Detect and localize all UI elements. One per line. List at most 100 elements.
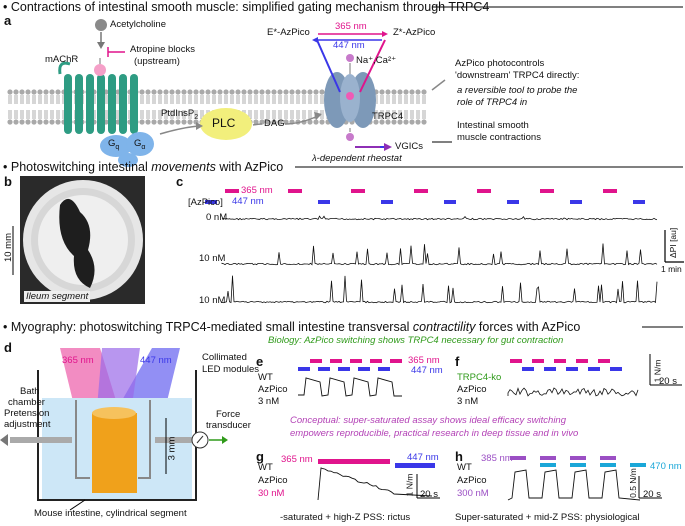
lipid-head [415, 119, 421, 125]
conceptual-note-2: empowers reproducible, practical researc… [290, 428, 579, 439]
lipid-head [13, 89, 19, 95]
machr-receptor [58, 61, 138, 134]
panel-letter-c: c [176, 174, 184, 189]
f-conc: 3 nM [457, 396, 479, 407]
g-pulse-447 [395, 463, 435, 468]
lipid-head [205, 89, 211, 95]
row1-label: 10 nM [199, 253, 226, 264]
lipid-head [409, 119, 415, 125]
acetylcholine-molecule [95, 19, 107, 31]
pulse-447 [507, 200, 519, 204]
lipid-head [55, 89, 61, 95]
f-pulse-365 [554, 359, 566, 363]
d-447-label: 447 nm [140, 355, 172, 366]
lipid-head [139, 119, 145, 125]
lipid-head [319, 119, 325, 125]
h-scale-x: 20 s [643, 489, 661, 500]
panel-letter-g: g [256, 449, 264, 464]
h-scale-y: 0.5 N/m [627, 468, 638, 498]
lipid-head [31, 119, 37, 125]
vgics-label: VGICs [395, 141, 423, 152]
collimated-label: Collimated [202, 352, 247, 363]
d-365-label: 365 nm [62, 355, 94, 366]
e-wt: WT [258, 372, 273, 383]
lipid-head [235, 89, 241, 95]
h-conc: 300 nM [457, 488, 489, 499]
lipid-head [193, 89, 199, 95]
g-trace [317, 467, 433, 501]
lipid-head [379, 89, 385, 95]
atropine-sub-label: (upstream) [134, 56, 180, 67]
plc-enzyme [200, 108, 252, 140]
e-pulse-447 [338, 367, 350, 371]
lipid-head [139, 89, 145, 95]
g-azpico: AzPico [258, 475, 288, 486]
lipid-head [25, 119, 31, 125]
note-line1: AzPico photocontrols [455, 58, 545, 69]
lipid-head [31, 89, 37, 95]
panel-letter-b: b [4, 174, 12, 189]
ileum-dish-image [20, 176, 145, 304]
myography-traces [298, 354, 682, 501]
section-b-title-pre: Photoswitching intestinal [10, 160, 152, 174]
h-wt: WT [457, 462, 472, 473]
e-pulse-447 [358, 367, 370, 371]
lipid-head [169, 119, 175, 125]
lipid-head [163, 89, 169, 95]
lipid-head [49, 119, 55, 125]
section-d-title-post: forces with AzPico [475, 320, 581, 334]
lipid-head [253, 89, 259, 95]
lipid-head [229, 89, 235, 95]
f-pulse-365 [576, 359, 588, 363]
lipid-head [163, 119, 169, 125]
panel-letter-a: a [4, 13, 12, 28]
pulse-447 [570, 200, 582, 204]
plc-label: PLC [212, 116, 236, 130]
g-caption: -saturated + high-Z PSS: rictus [280, 512, 411, 523]
section-b-title-post: with AzPico [215, 160, 284, 174]
conceptual-note-1: Conceptual: super-saturated assay shows … [290, 415, 566, 426]
pulse-447 [318, 200, 330, 204]
transducer-label: transducer [206, 420, 251, 431]
trpc4-label: TRPC4 [372, 111, 404, 122]
lipid-head [241, 89, 247, 95]
pulse-365 [477, 189, 491, 193]
pulse-365 [414, 189, 428, 193]
lipid-head [37, 119, 43, 125]
lipid-head [247, 89, 253, 95]
section-d-heading: • Myography: photoswitching TRPC4-mediat… [3, 320, 580, 334]
lipid-head [391, 89, 397, 95]
lipid-head [253, 119, 259, 125]
light-pulse-bars [205, 189, 645, 204]
c-365-label: 365 nm [241, 185, 273, 196]
g-conc: 30 nM [258, 488, 285, 499]
atropine-label: Atropine blocks [130, 44, 195, 55]
e-pulse-365 [390, 359, 402, 363]
note-line4: role of TRPC4 in [457, 97, 528, 108]
lipid-head [265, 89, 271, 95]
lipid-head [187, 89, 193, 95]
lipid-head [421, 119, 427, 125]
lipid-head [19, 119, 25, 125]
lipid-head [283, 89, 289, 95]
note-line2: 'downstream' TRPC4 directly: [455, 70, 580, 81]
lipid-head [403, 89, 409, 95]
lipid-head [295, 89, 301, 95]
section-a-title: Contractions of intestinal smooth muscle… [10, 0, 490, 14]
lipid-head [313, 89, 319, 95]
f-pulse-447 [522, 367, 534, 371]
lipid-head [397, 119, 403, 125]
e-azpico-label: E*-AzPico [267, 27, 310, 38]
bullet: • [3, 160, 8, 174]
e-trace [298, 377, 402, 397]
e-pulse-447 [318, 367, 330, 371]
z-azpico-label: Z*-AzPico [393, 27, 436, 38]
pulse-365 [225, 189, 239, 193]
h-pulse-385 [600, 456, 616, 460]
lipid-head [181, 89, 187, 95]
machr-label: mAChR [45, 54, 79, 65]
f-ko: TRPC4-ko [457, 372, 502, 383]
g-447-label: 447 nm [407, 452, 439, 463]
e-azpico: AzPico [258, 384, 288, 395]
note-line3: a reversible tool to probe the [457, 85, 578, 96]
